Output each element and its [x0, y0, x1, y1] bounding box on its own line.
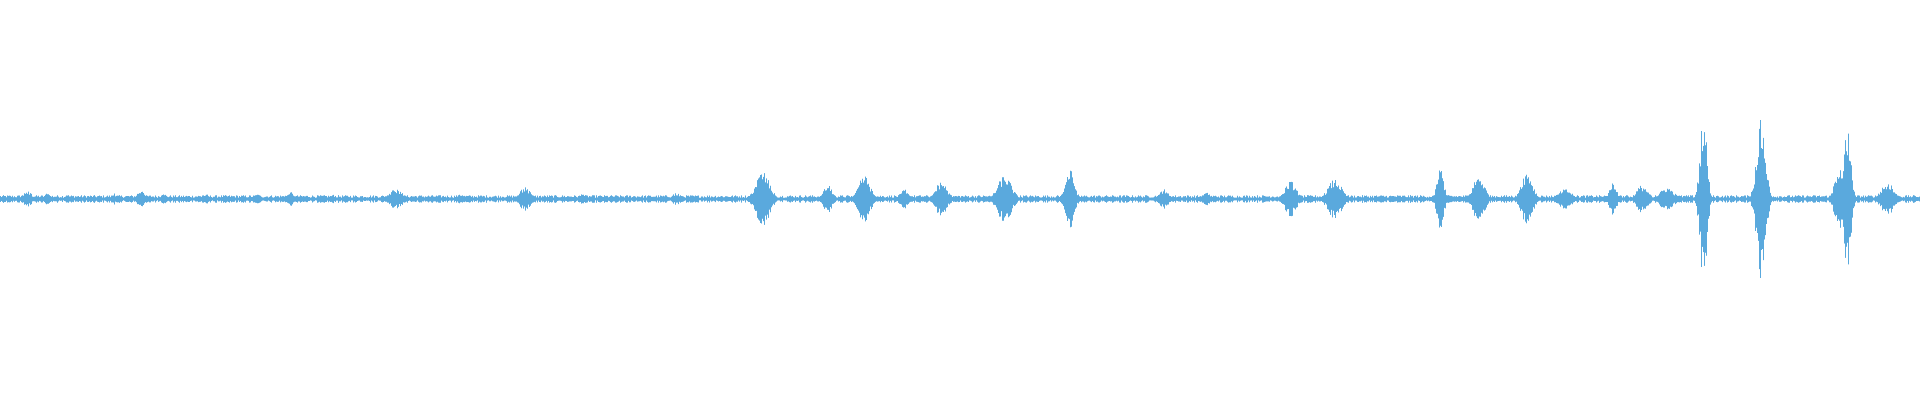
- waveform-bars: [0, 119, 1920, 279]
